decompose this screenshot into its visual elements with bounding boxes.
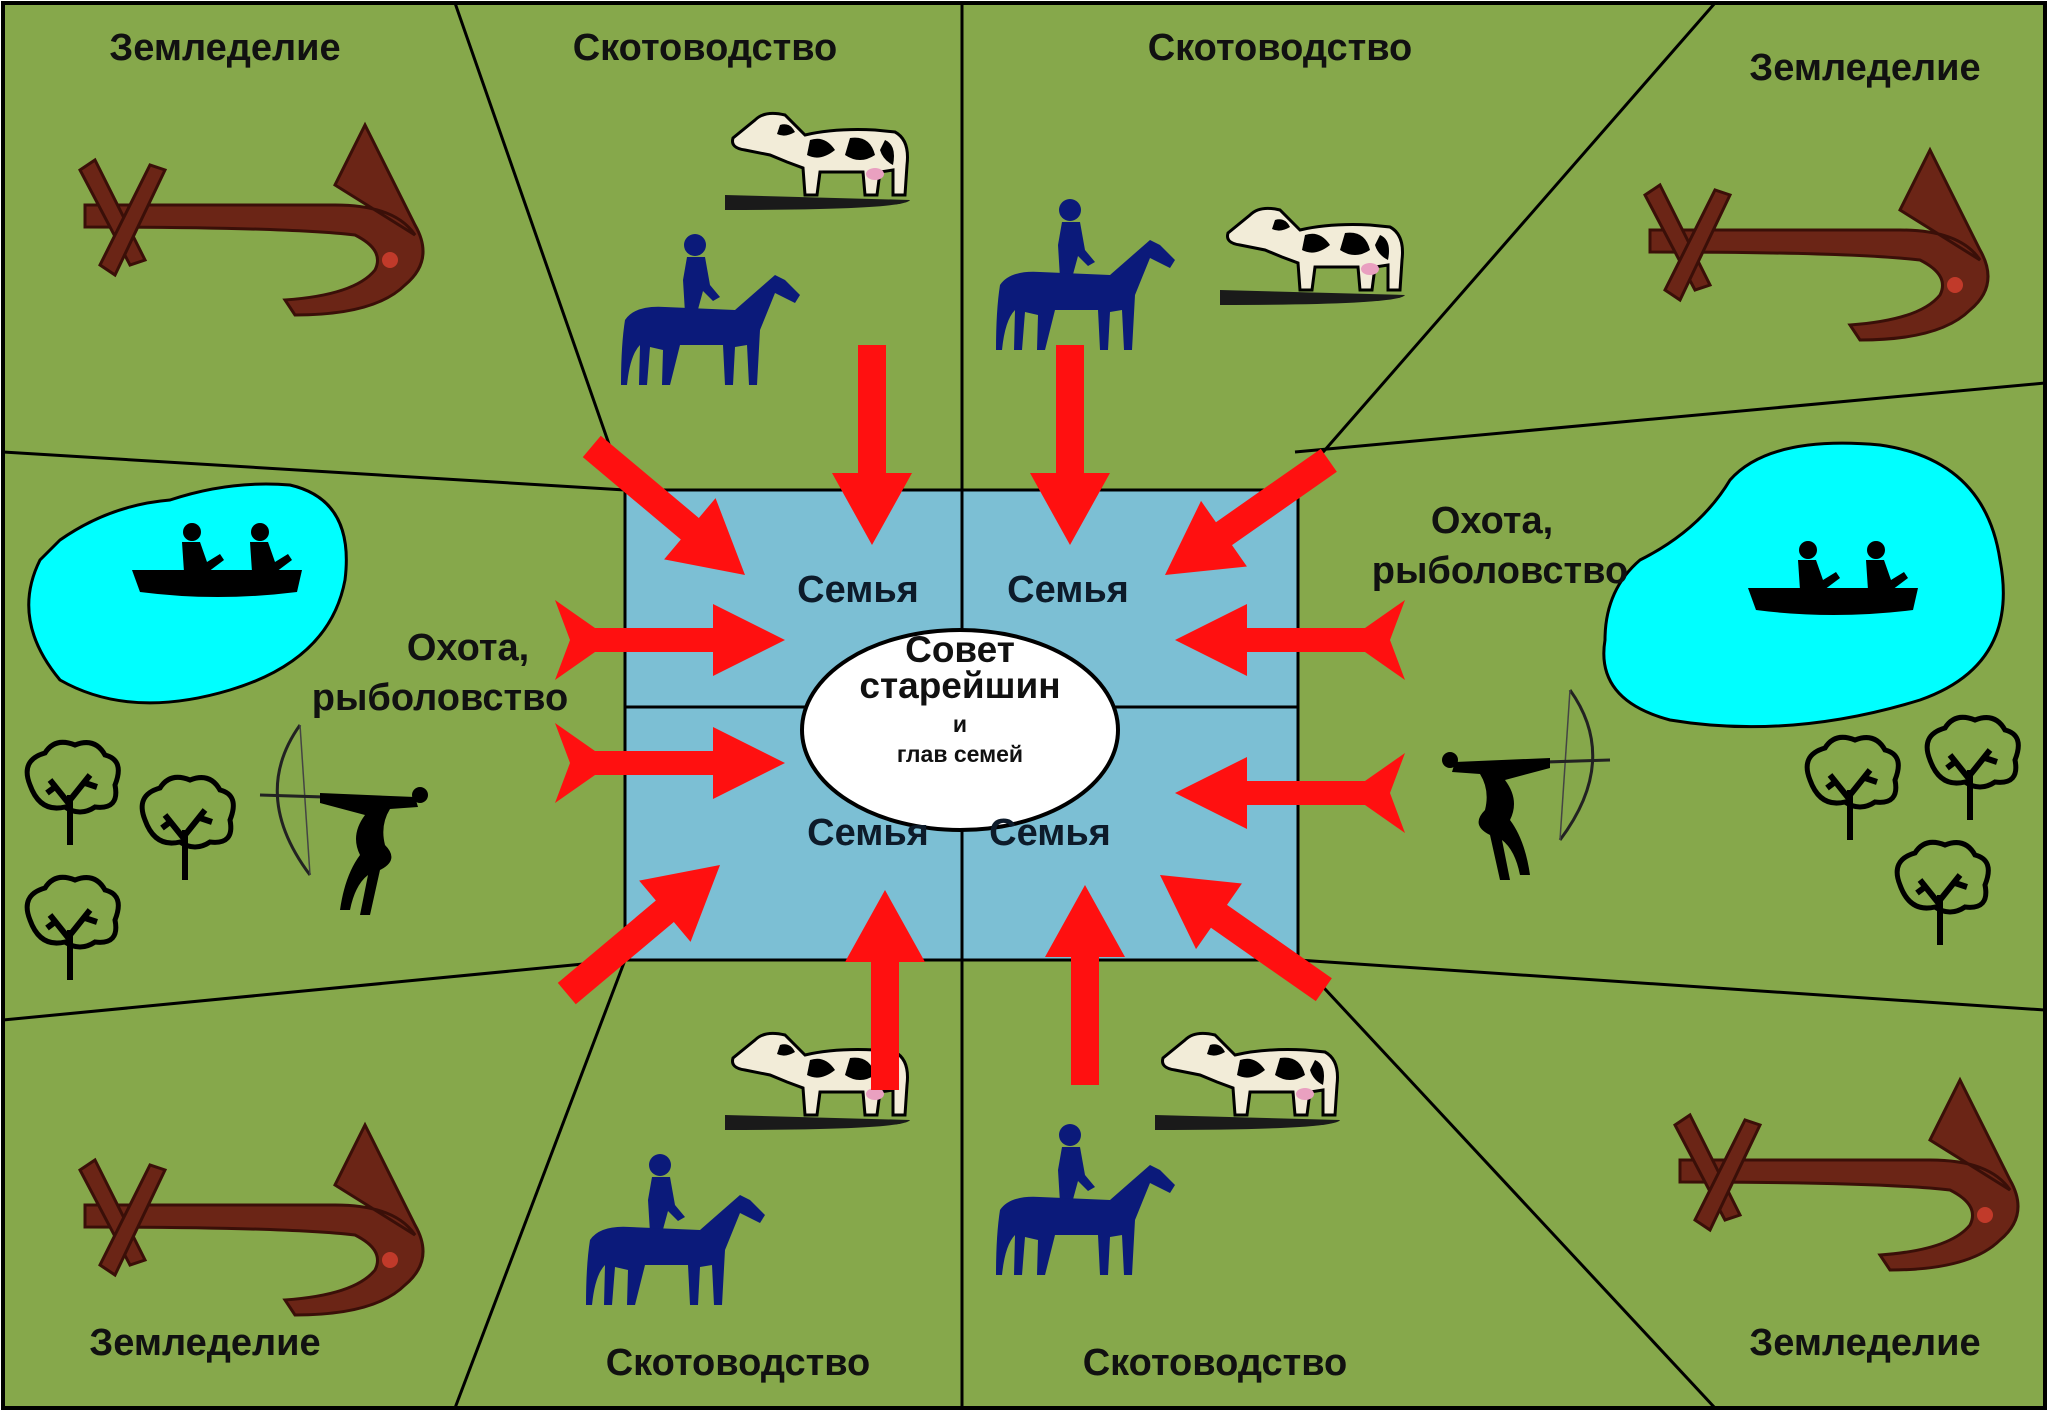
council-ellipse <box>800 628 1120 832</box>
cattle-label: Скотоводство <box>1148 27 1413 69</box>
hunting-label-line1: Охота, <box>1431 500 1553 542</box>
family-label: Семья <box>807 812 929 854</box>
family-label: Семья <box>989 812 1111 854</box>
cattle-label: Скотоводство <box>573 27 838 69</box>
hunting-label-line2: рыболовство <box>312 677 568 719</box>
family-label: Семья <box>797 569 919 611</box>
council-title-line1: Совет <box>905 629 1015 670</box>
council-title-line4: глав семей <box>897 741 1023 767</box>
council-title-line2: старейшин <box>859 665 1060 706</box>
agriculture-label: Земледелие <box>1749 1322 1980 1364</box>
cattle-label: Скотоводство <box>1083 1342 1348 1384</box>
cattle-label: Скотоводство <box>606 1342 871 1384</box>
hunting-label-line2: рыболовство <box>1372 550 1628 592</box>
agriculture-label: Земледелие <box>89 1322 320 1364</box>
agriculture-label: Земледелие <box>109 27 340 69</box>
family-label: Семья <box>1007 569 1129 611</box>
agriculture-label: Земледелие <box>1749 47 1980 89</box>
council-title-line3: и <box>953 711 967 737</box>
hunting-label-line1: Охота, <box>407 627 529 669</box>
